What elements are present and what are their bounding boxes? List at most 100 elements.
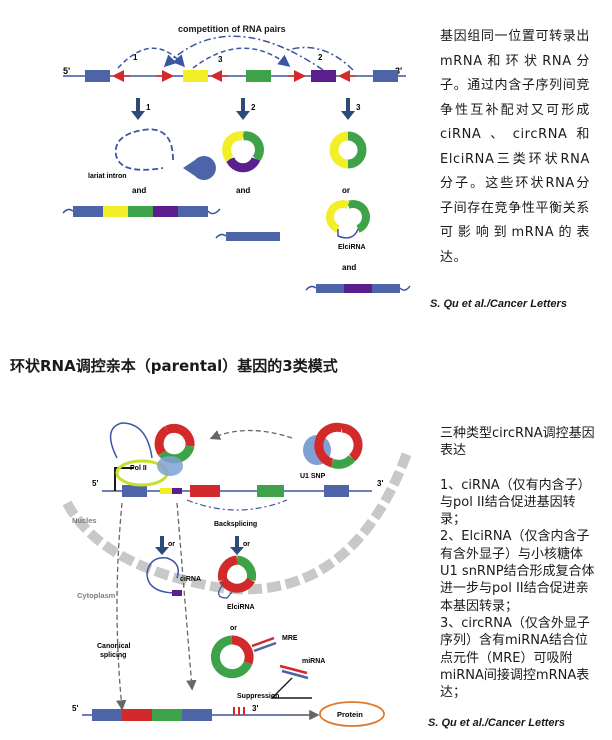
circrna-yellow-green bbox=[329, 131, 367, 169]
mrna-exon-purple bbox=[153, 206, 178, 217]
figure2-item-3: 3、circRNA（仅含外显子序列）含有miRNA结合位点元件（MRE）可吸附m… bbox=[440, 615, 590, 701]
competition-label: competition of RNA pairs bbox=[178, 24, 286, 34]
figure-circrna-regulation: Nucles Cytoplasm 5' 3' Backsplicing Pol … bbox=[62, 408, 427, 733]
mrna-three-prime: 3' bbox=[252, 704, 258, 713]
or-label: or bbox=[342, 186, 350, 195]
bottom-mrna-blue-1 bbox=[316, 284, 344, 293]
step-label-3: 3 bbox=[356, 103, 361, 112]
step-label-2: 2 bbox=[251, 103, 256, 112]
elcirna-u1-circle bbox=[314, 422, 363, 469]
cytoplasm-label: Cytoplasm bbox=[77, 591, 116, 600]
elcirna-label: ElciRNA bbox=[338, 244, 366, 251]
arc-label-1: 1 bbox=[133, 53, 138, 62]
gene-exon-green bbox=[257, 485, 284, 497]
backsplicing-label: Backsplicing bbox=[214, 521, 257, 528]
process-arrows bbox=[131, 98, 355, 120]
lariat-intron bbox=[114, 128, 174, 171]
and-label-3: and bbox=[342, 263, 356, 272]
cytoplasm-arrow bbox=[176, 502, 197, 691]
and-label-2: and bbox=[236, 186, 250, 195]
figure-circrna-formation: competition of RNA pairs 1 3 2 5' 3' 1 2… bbox=[62, 24, 411, 293]
exon-blue-1 bbox=[85, 70, 110, 82]
mrna-mre-sites bbox=[233, 707, 245, 715]
mrna-exon-blue-2 bbox=[182, 709, 212, 721]
and-label-1: and bbox=[132, 186, 146, 195]
figure2-intro: 三种类型circRNA调控基因表达 bbox=[440, 426, 595, 459]
section-heading: 环状RNA调控亲本（parental）基因的3类模式 bbox=[10, 357, 338, 375]
exon-yellow bbox=[183, 70, 208, 82]
return-arrow-top bbox=[209, 429, 293, 440]
circrna-mre bbox=[210, 635, 254, 679]
elcirna-intron-loop bbox=[337, 228, 359, 239]
exon-purple bbox=[311, 70, 336, 82]
canonical-splicing-arrow bbox=[116, 502, 127, 711]
mrna-five-prime: 5' bbox=[72, 704, 78, 713]
protein-oval bbox=[319, 701, 385, 727]
cirna-label: ciRNA bbox=[180, 576, 201, 583]
mrna-exon-green bbox=[128, 206, 153, 217]
gene-three-prime: 3' bbox=[377, 479, 383, 488]
nucleus-label: Nucles bbox=[72, 516, 97, 525]
competition-arcs bbox=[117, 35, 354, 71]
elcirna-nuclear-loop bbox=[218, 582, 233, 599]
cirna-loop bbox=[146, 557, 179, 594]
figure2-citation: S. Qu et al./Cancer Letters bbox=[428, 717, 565, 729]
bottom-mrna-tail-right bbox=[399, 285, 411, 291]
mre-label: MRE bbox=[282, 635, 298, 642]
arc-label-2: 2 bbox=[318, 53, 323, 62]
pol2-bracket bbox=[114, 467, 134, 491]
gene-exon-yellow bbox=[160, 488, 172, 494]
bottom-mrna-blue-2 bbox=[372, 284, 400, 293]
mrna-exon-green bbox=[152, 709, 182, 721]
short-mrna-tail bbox=[215, 233, 227, 239]
or-label-c: or bbox=[230, 625, 237, 632]
arc-label-3: 3 bbox=[218, 55, 223, 64]
step-label-1: 1 bbox=[146, 103, 151, 112]
figure2-item-2: 2、ElciRNA（仅含内含子有含外显子）与小核糖体U1 snRNP结合形成复合… bbox=[440, 529, 595, 614]
or-label-a: or bbox=[168, 541, 175, 548]
bottom-mrna-purple bbox=[344, 284, 372, 293]
exon-green bbox=[246, 70, 271, 82]
backsplicing-arc bbox=[186, 499, 288, 511]
short-mrna-blue-2 bbox=[253, 232, 280, 241]
u1-protein-top bbox=[157, 456, 183, 476]
elcirna-nuclear bbox=[218, 555, 256, 593]
gene-five-prime: 5' bbox=[92, 479, 98, 488]
figure1-citation: S. Qu et al./Cancer Letters bbox=[430, 298, 567, 310]
figure2-background bbox=[62, 408, 427, 733]
mirna-label: miRNA bbox=[302, 658, 325, 665]
cirna-loop-top bbox=[109, 422, 153, 459]
gene-exon-blue-2 bbox=[324, 485, 349, 497]
lariat-intron-label: lariat intron bbox=[88, 173, 127, 180]
suppression-label: Suppression bbox=[237, 693, 279, 700]
nuclear-down-arrows bbox=[155, 536, 244, 555]
five-prime-label: 5' bbox=[63, 66, 70, 76]
circrna-yellow-green-purple bbox=[222, 131, 264, 173]
gene-exon-purple bbox=[172, 488, 182, 494]
mrna-exon-blue-1 bbox=[73, 206, 103, 217]
or-label-b: or bbox=[243, 541, 250, 548]
pol2-label: Pol II bbox=[130, 465, 147, 472]
u1-snp-label: U1 SNP bbox=[300, 473, 326, 480]
exon-blue-2 bbox=[373, 70, 398, 82]
mrna-exon-red bbox=[122, 709, 152, 721]
protein-label: Protein bbox=[337, 710, 363, 719]
elcirna-label: ElciRNA bbox=[227, 604, 255, 611]
figure1-description: 基因组同一位置可转录出mRNA和环状RNA分子。通过内含子序列间竞争性互补配对又… bbox=[440, 29, 590, 265]
canonical-label-2: splicing bbox=[100, 652, 126, 659]
mrna-exon-blue-1 bbox=[92, 709, 122, 721]
short-mrna-blue-1 bbox=[226, 232, 253, 241]
mirna-molecules bbox=[251, 636, 309, 680]
suppression-bar bbox=[270, 677, 312, 699]
bottom-mrna-tail-left bbox=[305, 285, 317, 291]
figure2-description: 三种类型circRNA调控基因表达 1、ciRNA（仅有内含子）与pol II结… bbox=[440, 425, 600, 701]
three-prime-label: 3' bbox=[395, 66, 402, 76]
mrna-tail-right bbox=[207, 208, 221, 215]
figure2-item-1: 1、ciRNA（仅有内含子）与pol II结合促进基因转录； bbox=[440, 477, 591, 528]
elcirna-circle bbox=[326, 200, 370, 233]
lariat-pacman bbox=[183, 156, 216, 180]
mrna-exon-blue-2 bbox=[178, 206, 208, 217]
mrna-tail-left bbox=[62, 208, 74, 214]
gene-exon-blue-1 bbox=[122, 485, 147, 497]
canonical-label-1: Canonical bbox=[97, 643, 131, 650]
